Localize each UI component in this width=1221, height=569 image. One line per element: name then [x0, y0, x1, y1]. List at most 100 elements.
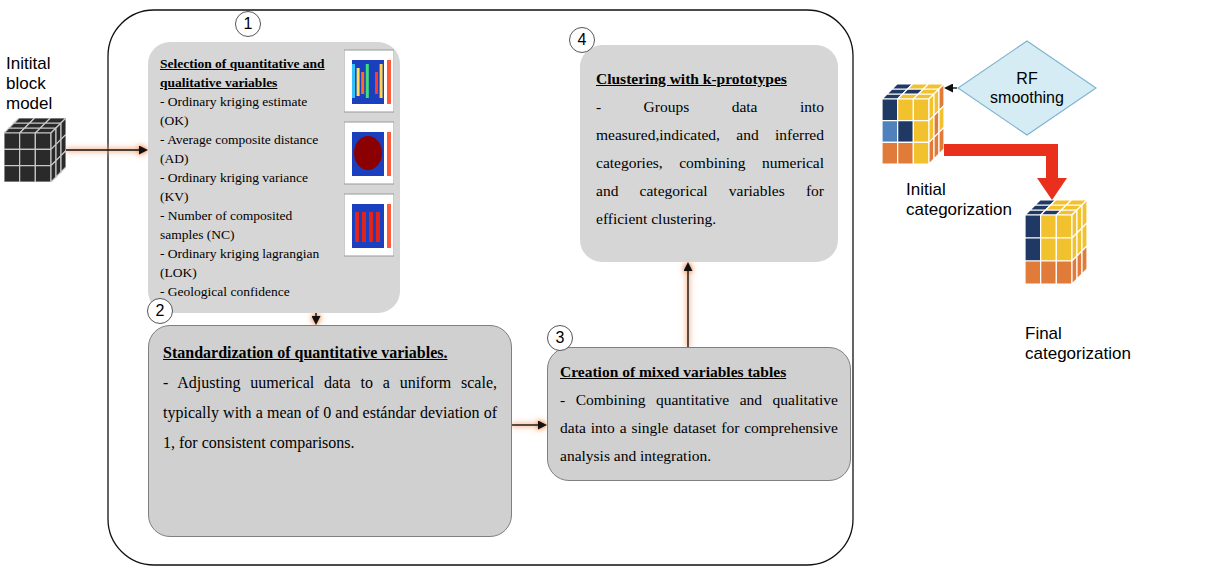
heatmap-stripe	[366, 64, 369, 98]
thumbnail-plot	[352, 60, 384, 104]
decision-label: RF smoothing	[982, 69, 1072, 107]
flow-arrow	[512, 424, 538, 425]
node-label: Initial categorization	[906, 180, 1024, 220]
color-scale	[387, 60, 391, 104]
block-cube	[882, 84, 944, 164]
diamond-outline	[958, 41, 1096, 135]
cube-cell	[1077, 251, 1082, 279]
cube-cell	[4, 149, 20, 165]
color-scale	[387, 204, 391, 248]
cube-cell	[913, 121, 929, 143]
categorized-cube: Final categorization	[1025, 200, 1087, 284]
cube-cell	[1056, 215, 1072, 238]
cube-cell	[1082, 246, 1087, 274]
cube-cell	[20, 133, 36, 149]
thumbnail-frame	[344, 122, 394, 184]
heatmap-stripe	[375, 72, 378, 94]
cube-cell	[929, 137, 934, 164]
block-arrow	[944, 150, 1052, 178]
box-heading: Standardization of quantitative variable…	[163, 338, 497, 368]
cube-cell	[20, 149, 36, 165]
map-thumbnail	[344, 122, 394, 184]
cube-cell	[1041, 215, 1057, 238]
block-cube	[1025, 200, 1087, 284]
cube-cell	[934, 132, 939, 159]
box-body: - Groups data into measured,indicated, a…	[596, 93, 824, 233]
cube-cell	[1041, 238, 1057, 261]
decision-diamond: RF smoothing	[957, 40, 1097, 136]
box-heading: Selection of quantitative and qualitativ…	[160, 54, 338, 92]
cube-cell	[20, 166, 36, 182]
heatmap-stripe	[361, 72, 364, 94]
cube-cell	[898, 99, 914, 121]
cube-cell	[1025, 261, 1041, 284]
cube-cell	[35, 166, 51, 182]
map-thumbnail	[344, 50, 394, 112]
box-body: - Number of composited samples (NC)	[160, 206, 338, 244]
box-heading: Creation of mixed variables tables	[560, 358, 838, 386]
callout-number: 4	[569, 27, 595, 53]
thumbnail-plot	[352, 204, 384, 248]
callout-number: 3	[547, 325, 573, 351]
box-body: - Ordinary kriging variance (KV)	[160, 168, 338, 206]
flow-arrow	[953, 87, 957, 88]
process-container	[108, 10, 853, 565]
cube-cell	[4, 166, 20, 182]
thumbnail-frame	[344, 50, 394, 112]
cube-cell	[913, 142, 929, 164]
heatmap-stripe	[380, 64, 383, 98]
box-body: - Geological confidence	[160, 282, 338, 301]
cube-cell	[898, 142, 914, 164]
heatmap-bar	[362, 212, 366, 242]
heatmap-stripe	[357, 68, 360, 96]
cube-cell	[1025, 238, 1041, 261]
cube-cell	[939, 127, 944, 154]
cube-cell	[51, 161, 56, 182]
map-thumbnails	[344, 44, 394, 264]
process-box: Selection of quantitative and qualitativ…	[148, 42, 400, 313]
heatmap-stripe	[370, 68, 373, 96]
cube-cell	[1056, 238, 1072, 261]
heatmap-stripe	[352, 64, 355, 98]
box-body: - Combining quantitative and qualitative…	[560, 386, 838, 470]
cube-cell	[35, 149, 51, 165]
diamond-shape	[957, 40, 1097, 136]
cube-cell	[882, 99, 898, 121]
box-body: - Ordinary kriging lagrangian (LOK)	[160, 244, 338, 282]
cube-cell	[882, 142, 898, 164]
block-model-cube: Initital block model	[4, 118, 66, 182]
cube-cell	[1025, 215, 1041, 238]
node-label: Final categorization	[1025, 324, 1143, 364]
flow-arrow	[66, 149, 139, 150]
callout-number: 2	[147, 298, 173, 324]
cube-cell	[1056, 261, 1072, 284]
callout-number: 1	[235, 11, 261, 37]
cube-cell	[882, 121, 898, 143]
thumbnail-frame	[344, 194, 394, 256]
box-body: - Ordinary kriging estimate (OK)	[160, 92, 338, 130]
flow-arrow	[687, 271, 688, 347]
cube-cell	[4, 133, 20, 149]
cube-cell	[898, 121, 914, 143]
cube-cell	[56, 156, 61, 177]
box-body: - Average composite distance (AD)	[160, 130, 338, 168]
block-cube	[4, 118, 66, 182]
process-box: Standardization of quantitative variable…	[148, 325, 512, 537]
thumbnail-plot	[352, 132, 384, 176]
heatmap-bar	[376, 212, 380, 242]
color-scale	[387, 132, 391, 176]
heatmap-blob	[354, 136, 382, 170]
cube-cell	[913, 99, 929, 121]
map-thumbnail	[344, 194, 394, 256]
box-body: - Adjusting uumerical data to a uniform …	[163, 368, 497, 458]
box-heading: Clustering with k-prototypes	[596, 65, 824, 93]
cube-cell	[1041, 261, 1057, 284]
heatmap-bar	[369, 212, 373, 242]
process-box: Clustering with k-prototypes- Groups dat…	[580, 45, 838, 262]
heatmap-bar	[355, 212, 359, 242]
categorized-cube: Initial categorization	[882, 84, 944, 164]
node-label: Initital block model	[6, 54, 78, 114]
flow-arrow	[315, 313, 316, 316]
cube-cell	[35, 133, 51, 149]
process-box: Creation of mixed variables tables- Comb…	[547, 347, 851, 481]
